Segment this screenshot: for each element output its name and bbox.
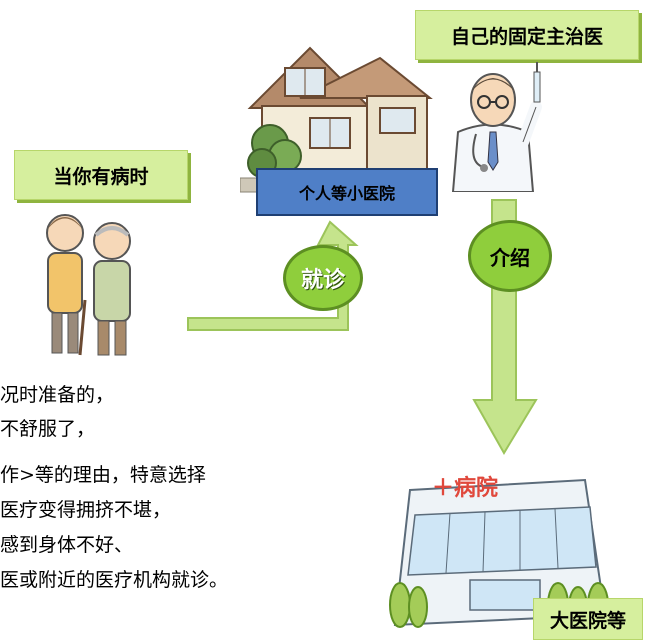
when-sick-label: 当你有病时	[14, 150, 188, 200]
elderly-patients-illustration	[46, 214, 131, 356]
hospital-sign: ＋病院	[432, 470, 498, 502]
description-line: 感到身体不好、	[0, 534, 134, 556]
small-clinic-label-text: 个人等小医院	[298, 184, 395, 203]
small-clinic-label: 个人等小医院	[256, 168, 438, 216]
description-line: 医疗变得拥挤不堪，	[0, 499, 172, 521]
big-hospital-illustration	[389, 478, 609, 628]
visit-badge: 就诊	[283, 245, 363, 311]
referral-badge-text: 介绍	[490, 245, 530, 270]
when-sick-label-text: 当你有病时	[53, 165, 149, 188]
own-doctor-label: 自己的固定主治医	[415, 10, 639, 60]
description-line: 不舒服了，	[0, 418, 96, 440]
description-line: 医或附近的医疗机构就诊。	[0, 569, 229, 591]
big-hospital-label: 大医院等	[533, 598, 643, 640]
big-hospital-label-text: 大医院等	[549, 609, 626, 632]
own-doctor-label-text: 自己的固定主治医	[450, 25, 603, 48]
description-block: 况时准备的， 不舒服了， 作>等的理由，特意选择 医疗变得拥挤不堪， 感到身体不…	[0, 380, 380, 610]
hospital-sign-text: ＋病院	[432, 476, 499, 501]
visit-badge-text: 就诊	[300, 268, 345, 293]
referral-badge: 介绍	[468, 220, 552, 292]
description-line: 作>等的理由，特意选择	[0, 464, 206, 486]
description-line: 况时准备的，	[0, 384, 115, 406]
doctor-illustration	[451, 62, 542, 192]
